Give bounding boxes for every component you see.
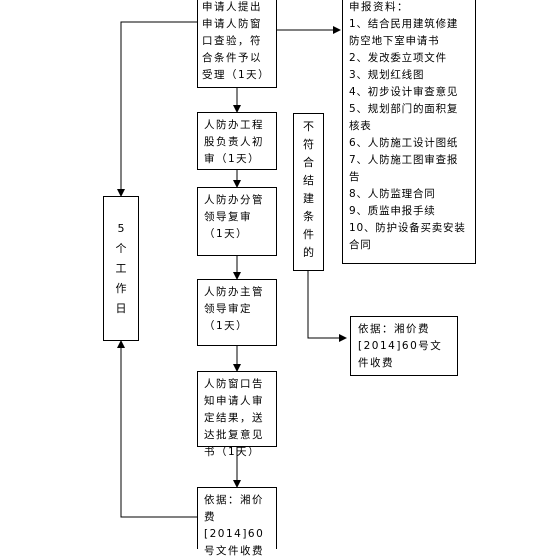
not-qualified-box: 不符合结建条件的	[293, 113, 324, 271]
materials-item: 10、防护设备买卖安装合同	[349, 222, 466, 251]
materials-item: 1、结合民用建筑修建防空地下室申请书	[349, 18, 459, 47]
materials-item: 7、人防施工图审查报告	[349, 154, 459, 183]
working-days-box: 5个工作日	[103, 196, 139, 341]
step-fee: 依据：湘价费 [2014]60号文件收费	[197, 487, 277, 557]
step-chief-decision-text: 人防办主管领导审定（1天）	[204, 286, 264, 332]
step-initial-review: 人防办工程股负责人初审（1天）	[197, 112, 277, 170]
step-notify: 人防窗口告知申请人审定结果，送达批复意见书（1天）	[197, 371, 277, 458]
fee-side-text: 依据：湘价费 [2014]60号文件收费	[358, 323, 443, 369]
materials-item: 2、发改委立项文件	[349, 52, 447, 64]
arrow-fee-to-days	[117, 340, 197, 518]
not-qualified-text: 不符合结建条件的	[303, 120, 314, 259]
materials-item: 4、初步设计审查意见	[349, 86, 459, 98]
working-days-text: 5个工作日	[115, 221, 127, 315]
materials-item: 9、质监申报手续	[349, 205, 436, 217]
arrow-notqualified-to-fee	[307, 271, 347, 342]
materials-heading: 申报资料：	[349, 1, 409, 13]
fee-side-box: 依据：湘价费 [2014]60号文件收费	[350, 316, 458, 376]
step-chief-decision: 人防办主管领导审定（1天）	[197, 279, 277, 346]
step-fee-text: 依据：湘价费 [2014]60号文件收费	[204, 494, 265, 557]
step-accept-text: 申请人提出申请人防窗口查验，符合条件予以受理（1天）	[202, 1, 271, 81]
materials-list: 1、结合民用建筑修建防空地下室申请书 2、发改委立项文件 3、规划红线图 4、初步设计…	[349, 16, 469, 254]
materials-item: 8、人防监理合同	[349, 188, 436, 200]
materials-box: 申报资料： 1、结合民用建筑修建防空地下室申请书 2、发改委立项文件 3、规划红线图…	[342, 0, 476, 264]
step-branch-review-text: 人防办分管领导复审（1天）	[204, 194, 264, 240]
materials-item: 5、规划部门的面积复核表	[349, 103, 459, 132]
materials-item: 6、人防施工设计图纸	[349, 137, 459, 149]
arrow-accept-to-days	[117, 21, 197, 197]
step-initial-review-text: 人防办工程股负责人初审（1天）	[204, 119, 264, 165]
step-accept: 申请人提出申请人防窗口查验，符合条件予以受理（1天）	[197, 0, 277, 88]
materials-item: 3、规划红线图	[349, 69, 425, 81]
step-branch-review: 人防办分管领导复审（1天）	[197, 187, 277, 256]
step-notify-text: 人防窗口告知申请人审定结果，送达批复意见书（1天）	[204, 378, 264, 458]
